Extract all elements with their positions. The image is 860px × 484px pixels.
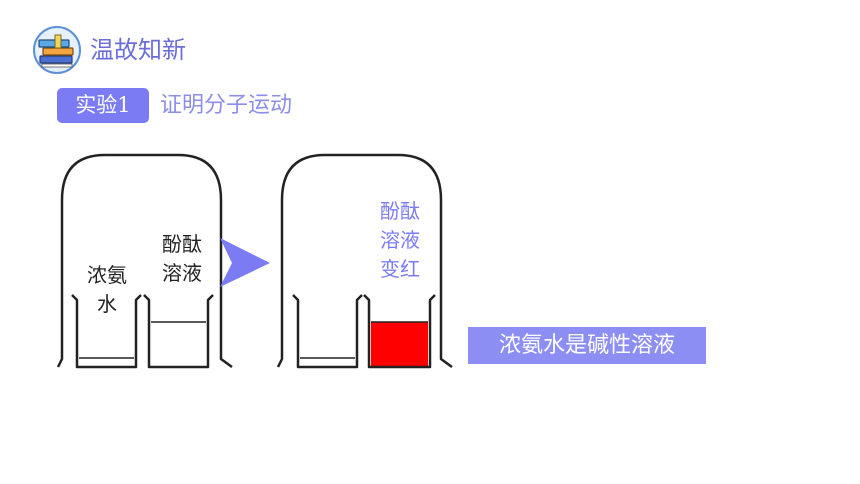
book-stack-icon bbox=[33, 26, 81, 74]
experiment-title: 证明分子运动 bbox=[160, 93, 293, 118]
conclusion-box: 浓氨水是碱性溶液 bbox=[468, 327, 706, 364]
beaker-phenolphthalein-before bbox=[143, 294, 214, 369]
red-liquid bbox=[371, 322, 428, 367]
beaker-ammonia bbox=[71, 294, 142, 369]
beaker-phenolphthalein-after bbox=[363, 294, 436, 369]
label-phenolphthalein: 酚酞 溶液 bbox=[162, 232, 202, 285]
experiment-tag: 实验1 bbox=[57, 88, 149, 123]
section-title: 温故知新 bbox=[90, 36, 186, 64]
bell-jar-before bbox=[56, 153, 233, 369]
label-ammonia: 浓氨 水 bbox=[87, 263, 127, 316]
bell-jar-after bbox=[276, 153, 453, 369]
arrow-right-icon bbox=[220, 238, 270, 287]
beaker-ammonia-after bbox=[292, 294, 363, 369]
label-phenolphthalein-red: 酚酞 溶液 变红 bbox=[380, 199, 420, 281]
